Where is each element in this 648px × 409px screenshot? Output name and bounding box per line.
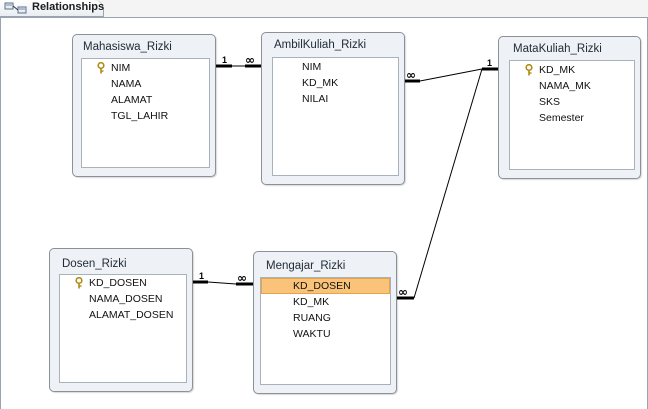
document-tab-strip: Relationships bbox=[0, 0, 648, 18]
field-name: NIM bbox=[302, 61, 322, 73]
table-title[interactable]: AmbilKuliah_Rizki bbox=[274, 39, 367, 51]
table-title[interactable]: Dosen_Rizki bbox=[62, 258, 127, 270]
field-row[interactable]: RUANG bbox=[261, 310, 390, 326]
table-ambilkuliah[interactable]: AmbilKuliah_Rizki NIM KD_MK NILAI bbox=[261, 32, 405, 185]
field-name: KD_DOSEN bbox=[293, 280, 351, 292]
table-dosen[interactable]: Dosen_Rizki KD_DOSEN NAMA_DOSEN ALAMAT_D… bbox=[49, 248, 193, 392]
field-row[interactable]: ALAMAT bbox=[82, 92, 209, 108]
field-row[interactable]: ALAMAT_DOSEN bbox=[60, 307, 186, 323]
field-name: NAMA_MK bbox=[539, 80, 591, 92]
field-name: RUANG bbox=[293, 312, 331, 324]
field-row[interactable]: KD_MK bbox=[261, 294, 390, 310]
table-mengajar[interactable]: Mengajar_Rizki KD_DOSEN KD_MK RUANG WAKT… bbox=[253, 251, 397, 394]
field-name: Semester bbox=[539, 112, 584, 124]
field-row[interactable]: NAMA_DOSEN bbox=[60, 291, 186, 307]
field-name: KD_DOSEN bbox=[89, 277, 147, 289]
field-row[interactable]: KD_MK bbox=[510, 62, 634, 78]
tab-label: Relationships bbox=[32, 1, 105, 13]
field-name: NAMA bbox=[111, 78, 142, 90]
field-list[interactable]: NIM KD_MK NILAI bbox=[272, 57, 399, 176]
field-name: SKS bbox=[539, 96, 561, 108]
primary-key-icon bbox=[525, 64, 533, 76]
field-name: ALAMAT_DOSEN bbox=[89, 309, 174, 321]
primary-key-icon bbox=[75, 277, 83, 289]
field-name: TGL_LAHIR bbox=[111, 110, 169, 122]
field-name: NIM bbox=[111, 62, 131, 74]
field-row[interactable]: NIM bbox=[273, 59, 398, 75]
field-name: NAMA_DOSEN bbox=[89, 293, 163, 305]
table-title[interactable]: MataKuliah_Rizki bbox=[513, 43, 602, 55]
field-name: WAKTU bbox=[293, 328, 331, 340]
field-row[interactable]: NAMA_MK bbox=[510, 78, 634, 94]
tab-relationships[interactable]: Relationships bbox=[0, 0, 104, 17]
table-matakuliah[interactable]: MataKuliah_Rizki KD_MK NAMA_MK SKS Semes… bbox=[498, 36, 641, 179]
relationships-icon bbox=[4, 2, 27, 14]
field-row[interactable]: KD_DOSEN bbox=[60, 275, 186, 291]
primary-key-icon bbox=[97, 62, 105, 74]
table-title[interactable]: Mahasiswa_Rizki bbox=[83, 41, 172, 53]
field-row[interactable]: WAKTU bbox=[261, 326, 390, 342]
field-row-selected[interactable]: KD_DOSEN bbox=[261, 278, 390, 294]
field-row[interactable]: KD_MK bbox=[273, 75, 398, 91]
table-title[interactable]: Mengajar_Rizki bbox=[266, 260, 346, 272]
field-name: KD_MK bbox=[302, 77, 339, 89]
field-name: ALAMAT bbox=[111, 94, 153, 106]
field-row[interactable]: TGL_LAHIR bbox=[82, 108, 209, 124]
field-name: KD_MK bbox=[539, 64, 576, 76]
field-name: KD_MK bbox=[293, 296, 330, 308]
field-list[interactable]: NIM NAMA ALAMAT TGL_LAHIR bbox=[81, 58, 210, 168]
field-list[interactable]: KD_MK NAMA_MK SKS Semester bbox=[509, 60, 635, 170]
field-row[interactable]: NAMA bbox=[82, 76, 209, 92]
field-row[interactable]: NILAI bbox=[273, 91, 398, 107]
field-row[interactable]: SKS bbox=[510, 94, 634, 110]
field-list[interactable]: KD_DOSEN NAMA_DOSEN ALAMAT_DOSEN bbox=[59, 274, 187, 383]
field-row[interactable]: NIM bbox=[82, 60, 209, 76]
field-name: NILAI bbox=[302, 93, 329, 105]
field-list[interactable]: KD_DOSEN KD_MK RUANG WAKTU bbox=[260, 277, 391, 385]
field-row[interactable]: Semester bbox=[510, 110, 634, 126]
table-mahasiswa[interactable]: Mahasiswa_Rizki NIM NAMA ALAMAT TGL_LAHI… bbox=[72, 34, 216, 177]
